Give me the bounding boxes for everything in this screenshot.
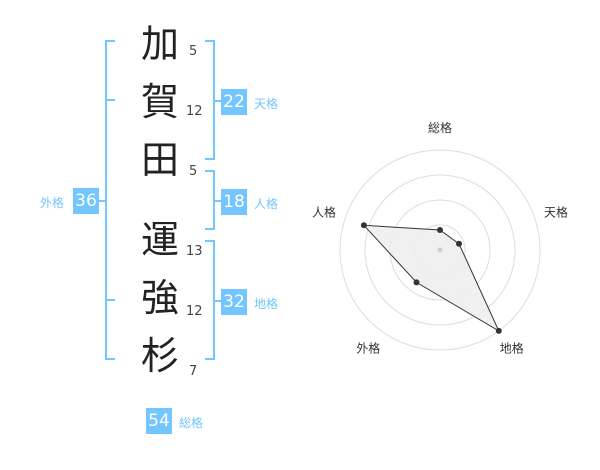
gaikaku-bracket-tick-1 [105, 99, 115, 101]
radar-ring-4 [339, 149, 541, 351]
tenkaku-label: 天格 [254, 97, 279, 111]
jinkaku-label: 人格 [254, 197, 279, 211]
gaikaku-label: 外格 [40, 196, 65, 210]
stroke-count-5: 12 [186, 304, 203, 319]
name-char-5: 強 [140, 276, 179, 320]
stroke-count-6: 7 [189, 364, 198, 379]
name-char-4: 運 [140, 218, 179, 262]
radar-point-2 [456, 240, 462, 247]
radar-point-1 [437, 227, 443, 233]
chikaku-value-badge: 32 [221, 289, 247, 315]
tenkaku-bracket-connector [214, 100, 222, 102]
jinkaku-value-badge: 18 [221, 189, 247, 215]
radar-ring-3 [364, 174, 516, 326]
gaikaku-bracket-tick-2 [105, 299, 115, 301]
radar-axis-label-2: 天格 [544, 204, 568, 219]
name-char-1: 加 [140, 22, 179, 66]
tenkaku-bracket-bottom [205, 158, 215, 160]
radar-axis-label-4: 外格 [356, 341, 380, 356]
stroke-count-2: 12 [186, 104, 203, 119]
radar-point-4 [413, 279, 420, 286]
gaikaku-bracket-bottom [105, 358, 115, 360]
radar-axis-label-5: 人格 [312, 204, 336, 219]
jinkaku-bracket-top [205, 170, 215, 172]
gaikaku-bracket-top [105, 40, 115, 42]
name-char-6: 杉 [140, 334, 179, 378]
tenkaku-value-badge: 22 [221, 89, 247, 115]
radar-point-3 [495, 327, 502, 334]
stroke-count-1: 5 [189, 44, 198, 59]
tenkaku-bracket-top [205, 40, 215, 42]
soukaku-value-badge: 54 [146, 408, 172, 434]
jinkaku-bracket-bottom [205, 228, 215, 230]
radar-center-point [437, 247, 443, 253]
soukaku-label: 総格 [179, 416, 204, 430]
gaikaku-bracket-connector [99, 200, 106, 202]
gaikaku-bracket-vertical [105, 40, 107, 360]
radar-point-5 [360, 222, 367, 229]
chikaku-bracket-bottom [205, 358, 215, 360]
radar-axis-label-3: 地格 [500, 341, 524, 356]
chikaku-bracket-top [205, 240, 215, 242]
jinkaku-bracket-connector [214, 200, 222, 202]
radar-series-area [362, 224, 500, 333]
chikaku-bracket-connector [214, 300, 222, 302]
name-char-3: 田 [140, 138, 179, 182]
stroke-count-4: 13 [186, 244, 203, 259]
gaikaku-value-badge: 36 [73, 188, 99, 214]
radar-axis-label-1: 総格 [428, 120, 452, 135]
name-char-2: 賀 [140, 80, 179, 124]
stroke-count-3: 5 [189, 164, 198, 179]
chikaku-label: 地格 [254, 297, 279, 311]
